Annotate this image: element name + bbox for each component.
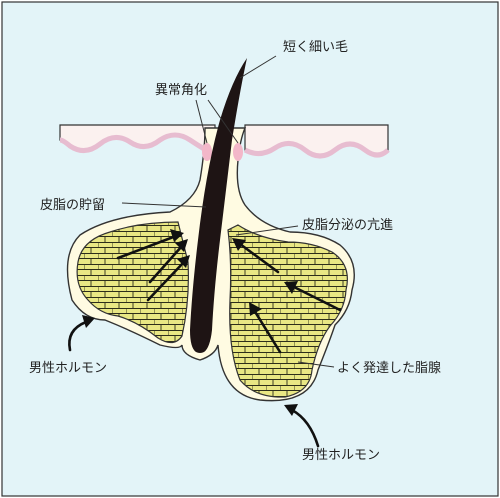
leader-keratin-2 bbox=[207, 99, 239, 144]
label-short-thin-hair: 短く細い毛 bbox=[283, 40, 348, 55]
keratin-plug-right bbox=[233, 143, 243, 161]
label-abnormal-keratinization: 異常角化 bbox=[155, 83, 207, 98]
male-hormone-arrow-left bbox=[68, 315, 95, 352]
sebum-flow-arrows-left bbox=[116, 229, 190, 302]
short-thin-hair bbox=[190, 58, 247, 353]
leader-hair bbox=[239, 55, 277, 79]
sebaceous-gland-left bbox=[76, 221, 189, 344]
leader-developed-gland bbox=[297, 361, 335, 368]
label-male-hormone-left: 男性ホルモン bbox=[29, 361, 107, 376]
label-increased-sebum-secretion: 皮脂分泌の亢進 bbox=[302, 217, 393, 233]
sebaceous-gland-right bbox=[227, 224, 348, 398]
male-hormone-arrow-bottom bbox=[284, 404, 320, 448]
keratin-plug-left bbox=[202, 143, 212, 161]
label-male-hormone-bottom: 男性ホルモン bbox=[302, 448, 380, 463]
skin-wave-left bbox=[59, 132, 217, 158]
label-developed-sebaceous-gland: よく発達した脂腺 bbox=[337, 361, 441, 376]
skin-wave-right bbox=[243, 141, 390, 159]
leader-sebum-retention bbox=[121, 202, 207, 208]
leader-secretion bbox=[235, 225, 299, 236]
sebum-flow-arrows-right bbox=[232, 238, 342, 354]
leader-keratin-1 bbox=[195, 99, 208, 144]
label-sebum-retention: 皮脂の貯留 bbox=[40, 198, 105, 213]
